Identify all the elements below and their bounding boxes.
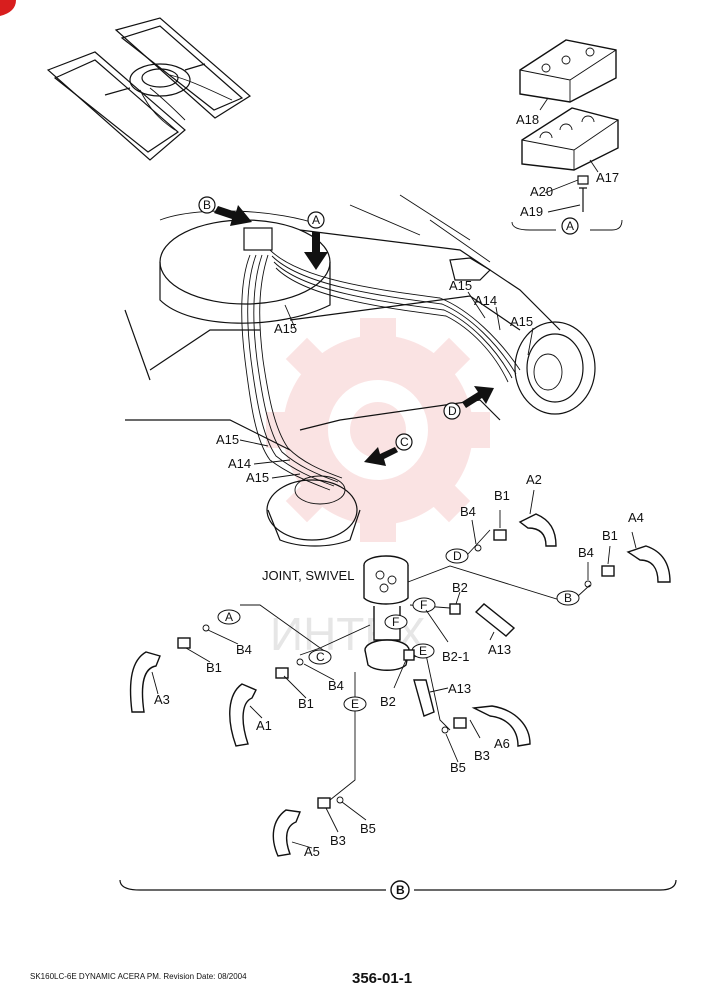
label-a13-b: A13 [448,681,471,696]
label-a4: A4 [628,510,644,525]
arrow-marker-b: B [198,196,252,226]
label-b3-a: B3 [474,748,490,763]
label-a15-mid: A15 [274,321,297,336]
label-joint-swivel: JOINT, SWIVEL [262,568,354,583]
undercarriage-overview [46,17,252,161]
oval-marker-a: A [217,609,241,625]
svg-text:E: E [419,644,427,658]
svg-text:C: C [400,435,409,449]
label-a15-low2: A15 [246,470,269,485]
arrow-marker-d: D [443,386,494,420]
label-a15-top: A15 [449,278,472,293]
arrow-marker-a: A [304,211,328,270]
hose-a5 [272,809,301,857]
label-b2-b: B2 [380,694,396,709]
track-frame-assembly [124,194,596,547]
label-b1-a: B1 [494,488,510,503]
label-b3-b: B3 [330,833,346,848]
label-a6: A6 [494,736,510,751]
svg-text:B: B [396,883,405,897]
swivel-joint [363,555,410,671]
svg-text:C: C [316,650,325,664]
label-a13-a: A13 [488,642,511,657]
oval-marker-e-lower: E [343,696,367,712]
label-a2: A2 [526,472,542,487]
hose-a6 [471,705,531,747]
label-b2-a: B2 [452,580,468,595]
svg-text:B: B [203,198,211,212]
hose-a4 [626,545,671,583]
corner-marker [0,0,16,16]
bracket-section-b: B [119,879,677,900]
oval-marker-f-upper: F [412,597,436,613]
label-b4-a: B4 [460,504,476,519]
hose-a13-upper [474,603,516,637]
arrow-marker-c: C [364,433,413,466]
label-a15-right: A15 [510,314,533,329]
label-a15-low1: A15 [216,432,239,447]
clamp-detail-a [511,39,623,231]
section-marker-a-detail: A [561,217,579,235]
svg-text:F: F [420,598,427,612]
label-b5-a: B5 [450,760,466,775]
hose-a1 [229,683,257,747]
label-b4-b: B4 [578,545,594,560]
label-b4-c: B4 [236,642,252,657]
oval-marker-b: B [556,590,580,606]
label-b1-b: B1 [602,528,618,543]
fittings [177,529,615,809]
oval-marker-e-right: E [411,643,435,659]
label-a14-top: A14 [474,293,497,308]
oval-marker-c: C [308,649,332,665]
hose-a2 [518,513,557,547]
svg-text:A: A [566,219,574,233]
label-a3: A3 [154,692,170,707]
watermark-gear [266,318,490,542]
oval-marker-d: D [445,548,469,564]
svg-text:D: D [453,549,462,563]
hose-a3 [129,651,161,713]
label-a20: A20 [530,184,553,199]
oval-marker-f-lower: F [384,614,408,630]
svg-text:A: A [225,610,233,624]
footer-page-number: 356-01-1 [352,970,413,987]
label-a17: A17 [596,170,619,185]
svg-text:D: D [448,404,457,418]
label-a5: A5 [304,844,320,859]
label-a1: A1 [256,718,272,733]
footer-manual-info: SK160LC-6E DYNAMIC ACERA PM. Revision Da… [30,972,247,981]
label-a18: A18 [516,112,539,127]
label-a19: A19 [520,204,543,219]
label-b5-b: B5 [360,821,376,836]
label-b1-c: B1 [206,660,222,675]
label-a14-low: A14 [228,456,251,471]
label-b1-d: B1 [298,696,314,711]
label-b2-1: B2-1 [442,649,469,664]
hose-a13-lower [413,679,435,717]
svg-text:A: A [312,213,320,227]
svg-text:B: B [564,591,572,605]
hose-bundle [241,249,521,491]
svg-text:E: E [351,697,359,711]
svg-text:F: F [392,615,399,629]
label-b4-d: B4 [328,678,344,693]
